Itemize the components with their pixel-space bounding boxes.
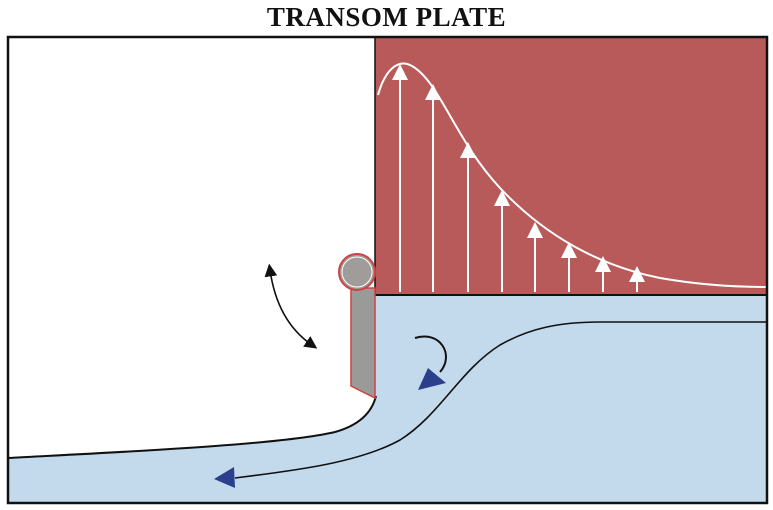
transom-plate <box>350 287 376 400</box>
flow-streamline <box>234 321 767 479</box>
hinge-inner-ring <box>341 256 373 288</box>
vortex-arrowhead-icon <box>418 368 446 390</box>
pressure-arrows <box>392 64 645 292</box>
frame <box>6 35 769 505</box>
rotation-arrow <box>264 263 318 349</box>
vortex-arrow <box>414 335 447 373</box>
diagram-title: TRANSOM PLATE <box>266 2 507 32</box>
flow-arrowhead-icon <box>214 467 235 488</box>
pressure-curve <box>377 62 768 288</box>
water-surface-line <box>7 395 377 459</box>
water-region <box>8 295 767 503</box>
hinge <box>338 253 376 291</box>
